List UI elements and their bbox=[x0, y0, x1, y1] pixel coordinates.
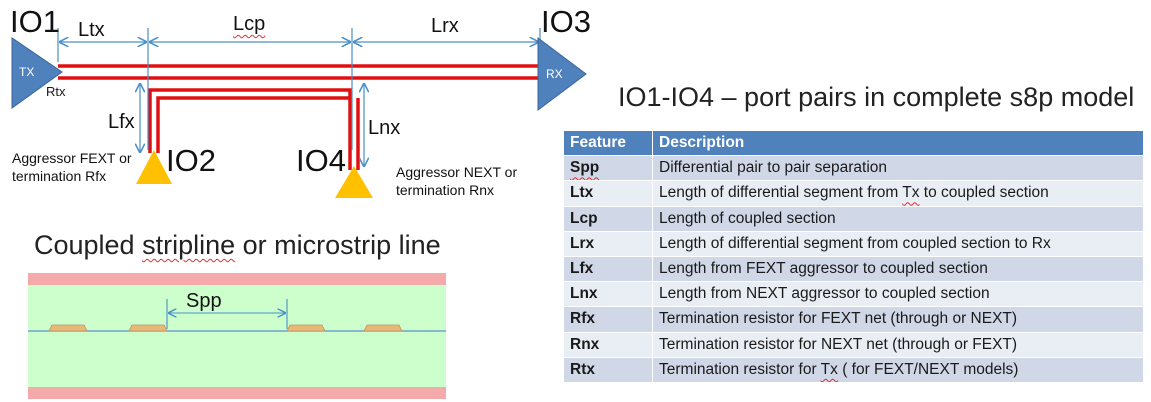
cross-section-diagram bbox=[28, 273, 446, 399]
port-io2-label: IO2 bbox=[166, 143, 216, 178]
tx-label: TX bbox=[19, 65, 35, 79]
table-row: Ltx Length of differential segment from … bbox=[563, 180, 1144, 207]
header-feature: Feature bbox=[563, 129, 653, 157]
description-cell: Length of differential segment from coup… bbox=[652, 230, 1144, 257]
rx-label: RX bbox=[546, 67, 563, 81]
feature-cell: Lnx bbox=[563, 281, 653, 308]
table-row: Lcp Length of coupled section bbox=[563, 205, 1144, 232]
fext-aggressor-note: Aggressor FEXT or termination Rfx bbox=[12, 150, 132, 185]
feature-cell: Ltx bbox=[563, 180, 653, 207]
lfx-dimension-label: Lfx bbox=[108, 111, 135, 133]
lcp-dimension-label: Lcp bbox=[233, 13, 266, 35]
bottom-ground-plane bbox=[28, 387, 446, 399]
next-aggressor-note: Aggressor NEXT or termination Rnx bbox=[396, 164, 518, 199]
header-description: Description bbox=[652, 129, 1144, 157]
description-cell: Length from FEXT aggressor to coupled se… bbox=[652, 255, 1144, 283]
table-row: Rtx Termination resistor for Tx ( for FE… bbox=[563, 356, 1144, 383]
table-row: Lnx Length from NEXT aggressor to couple… bbox=[563, 281, 1144, 308]
spp-dimension bbox=[166, 299, 288, 329]
description-cell: Differential pair to pair separation bbox=[652, 155, 1144, 182]
spp-dimension-label: Spp bbox=[186, 290, 222, 312]
feature-cell: Lrx bbox=[563, 230, 653, 257]
diagram-title: IO1-IO4 – port pairs in complete s8p mod… bbox=[618, 82, 1135, 112]
table-row: Spp Differential pair to pair separation bbox=[563, 155, 1144, 182]
lnx-dimension-label: Lnx bbox=[368, 117, 401, 139]
table-row: Lfx Length from FEXT aggressor to couple… bbox=[563, 255, 1144, 283]
top-ground-plane bbox=[28, 273, 446, 285]
next-aggressor-pair bbox=[348, 90, 360, 170]
description-cell: Length of coupled section bbox=[652, 205, 1144, 232]
port-io1-label: IO1 bbox=[10, 4, 60, 39]
ltx-dimension-label: Ltx bbox=[78, 19, 105, 41]
feature-cell: Lcp bbox=[563, 205, 653, 232]
feature-cell: Rfx bbox=[563, 306, 653, 333]
feature-table: Feature Description Spp Differential pai… bbox=[563, 129, 1144, 383]
conductors bbox=[48, 324, 403, 332]
rtx-label: Rtx bbox=[46, 84, 66, 99]
dielectric bbox=[28, 285, 446, 387]
lrx-dimension-label: Lrx bbox=[431, 15, 459, 37]
description-cell: Length from NEXT aggressor to coupled se… bbox=[652, 281, 1144, 308]
description-cell: Length of differential segment from Tx t… bbox=[652, 180, 1144, 207]
port-io3-label: IO3 bbox=[541, 4, 591, 39]
table-header-row: Feature Description bbox=[563, 129, 1144, 157]
rx-receiver-triangle bbox=[537, 37, 587, 111]
fext-aggressor-pair bbox=[148, 88, 352, 153]
feature-cell: Lfx bbox=[563, 255, 653, 283]
feature-cell: Spp bbox=[563, 155, 653, 182]
description-cell: Termination resistor for NEXT net (throu… bbox=[652, 331, 1144, 358]
description-cell: Termination resistor for Tx ( for FEXT/N… bbox=[652, 356, 1144, 383]
fext-aggressor-triangle bbox=[136, 150, 172, 184]
table-row: Rnx Termination resistor for NEXT net (t… bbox=[563, 331, 1144, 358]
port-io4-label: IO4 bbox=[296, 143, 346, 178]
feature-cell: Rnx bbox=[563, 331, 653, 358]
feature-cell: Rtx bbox=[563, 356, 653, 383]
table-row: Rfx Termination resistor for FEXT net (t… bbox=[563, 306, 1144, 333]
description-cell: Termination resistor for FEXT net (throu… bbox=[652, 306, 1144, 333]
cross-section-title: Coupled stripline or microstrip line bbox=[34, 230, 441, 260]
table-row: Lrx Length of differential segment from … bbox=[563, 230, 1144, 257]
next-aggressor-triangle bbox=[335, 166, 373, 198]
through-differential-pair bbox=[58, 64, 540, 80]
tx-driver-triangle bbox=[11, 37, 63, 109]
dimension-lines bbox=[57, 28, 541, 166]
